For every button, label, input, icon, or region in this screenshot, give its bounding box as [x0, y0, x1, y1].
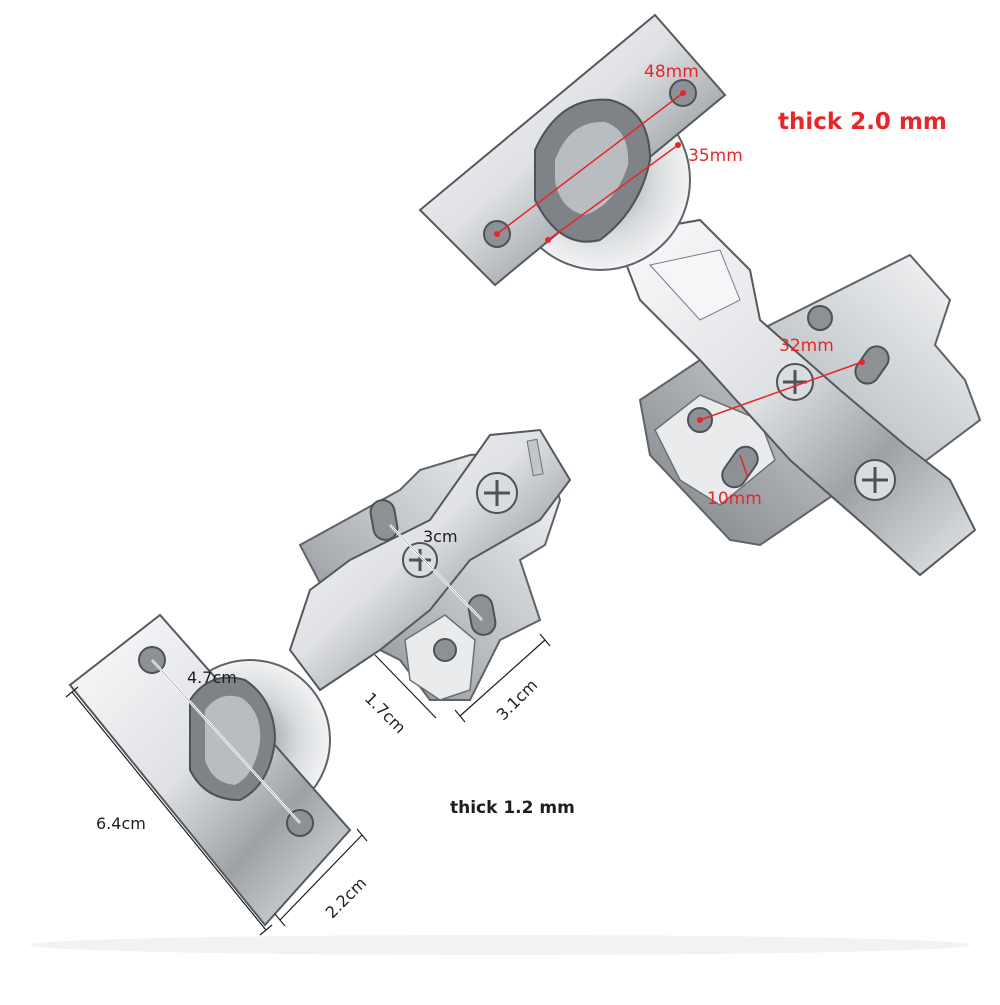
- top-plate-hole-spacing-label: 32mm: [779, 336, 834, 356]
- top-cup-diameter-label: 35mm: [688, 146, 743, 166]
- bottom-cup-hole-spacing-label: 4.7cm: [187, 668, 237, 687]
- top-hinge-icon: [418, 13, 982, 577]
- bottom-thickness-label: thick 1.2 mm: [450, 798, 575, 818]
- bottom-hinge-icon: [65, 428, 572, 936]
- top-thickness-label: thick 2.0 mm: [778, 109, 947, 135]
- top-plate-slot-label: 10mm: [707, 489, 762, 509]
- ground-shadow: [30, 935, 970, 955]
- bottom-plate-hole-spacing-label: 3cm: [423, 527, 458, 546]
- top-cup-hole-spacing-label: 48mm: [644, 62, 699, 82]
- bottom-wing-length-label: 6.4cm: [96, 814, 146, 833]
